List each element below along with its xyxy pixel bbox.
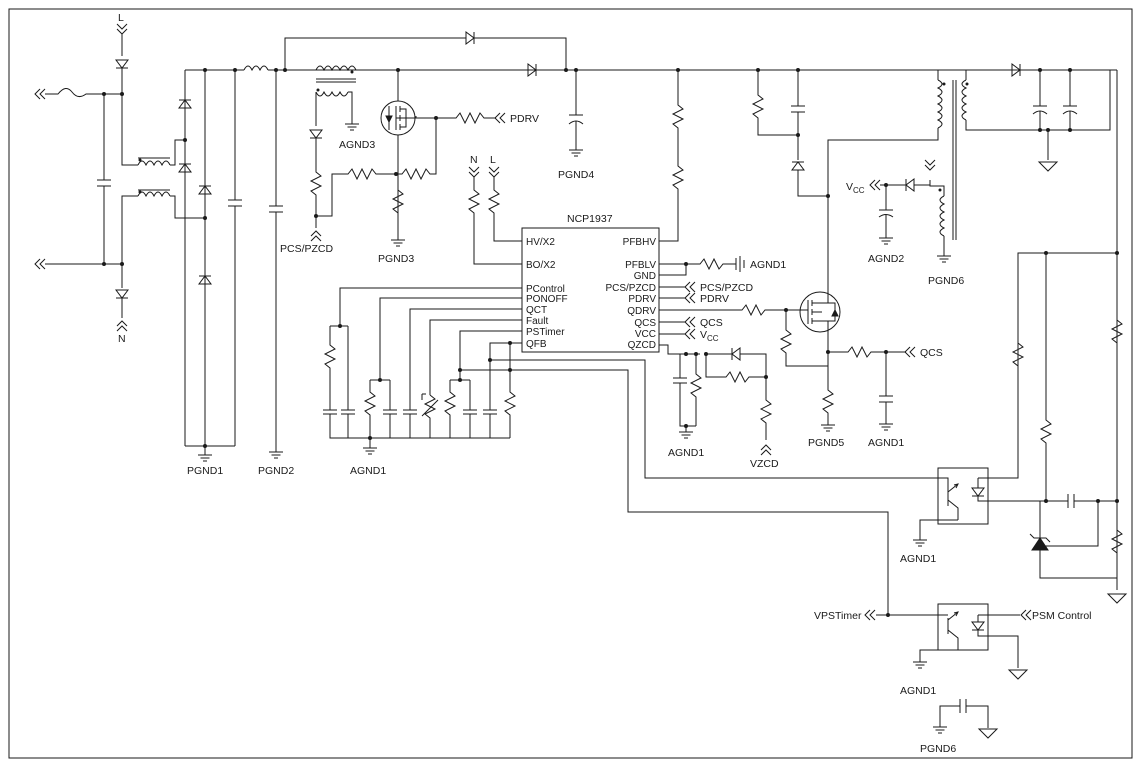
label-vzcd: VZCD bbox=[750, 458, 779, 470]
pin-pfblv: PFBLV bbox=[625, 260, 656, 271]
label-psm-control: PSM Control bbox=[1032, 610, 1092, 622]
diagram-frame bbox=[8, 8, 1133, 759]
pin-gnd: GND bbox=[634, 271, 656, 282]
psm-opto: VPSTimer AGND1 PSM Control bbox=[814, 603, 1092, 697]
ic-right-connections: AGND1 PCS/PZCD PDRV QCS VCC AGND1 bbox=[659, 256, 828, 470]
label-pgnd6-bottom: PGND6 bbox=[920, 743, 956, 755]
pin-qfb: QFB bbox=[526, 339, 547, 350]
pin-fault: Fault bbox=[526, 316, 548, 327]
ic-name: NCP1937 bbox=[567, 213, 613, 225]
label-pgnd4: PGND4 bbox=[558, 169, 594, 181]
pin-ponoff: PONOFF bbox=[526, 294, 568, 305]
label-agnd1-qzcd: AGND1 bbox=[668, 447, 704, 459]
label-pcs-pzcd-bottom: PCS/PZCD bbox=[280, 243, 334, 255]
pfc-stage: AGND3 PCS/PZCD PDRV PGND3 bbox=[280, 63, 685, 265]
label-pdrv-out: PDRV bbox=[700, 293, 729, 305]
pin-hv-x2: HV/X2 bbox=[526, 237, 555, 248]
label-l-in: L bbox=[490, 154, 496, 166]
bridge-rectifier: PGND1 bbox=[178, 70, 242, 477]
pin-pstimer: PSTimer bbox=[526, 327, 565, 338]
feedback-opto: AGND1 bbox=[900, 251, 1117, 579]
label-pgnd3: PGND3 bbox=[378, 253, 414, 265]
flyback-stage: PGND6 VCC AGND2 QCS AGN bbox=[751, 63, 1127, 604]
pin-qcs: QCS bbox=[634, 318, 656, 329]
pin-bo-x2: BO/X2 bbox=[526, 260, 556, 271]
pin-pcontrol: PControl bbox=[526, 284, 565, 295]
label-agnd1-opto2: AGND1 bbox=[900, 685, 936, 697]
label-pgnd5: PGND5 bbox=[808, 437, 844, 449]
label-agnd1-pfblv: AGND1 bbox=[750, 259, 786, 271]
label-pgnd1: PGND1 bbox=[187, 465, 223, 477]
ncp1937-ic: NCP1937 HV/X2 BO/X2 PControl PONOFF QCT … bbox=[521, 213, 660, 353]
label-agnd1-opto1: AGND1 bbox=[900, 553, 936, 565]
control-network: AGND1 bbox=[323, 287, 938, 615]
label-n-in: N bbox=[470, 154, 478, 166]
label-qcs-right: QCS bbox=[920, 347, 943, 359]
label-n-bottom: N bbox=[118, 333, 126, 345]
pin-vcc: VCC bbox=[635, 329, 656, 340]
pin-qct: QCT bbox=[526, 305, 547, 316]
pin-qdrv: QDRV bbox=[627, 306, 656, 317]
pin-pfbhv: PFBHV bbox=[623, 237, 657, 248]
label-pgnd2: PGND2 bbox=[258, 465, 294, 477]
ic-hv-inputs: N L bbox=[467, 154, 522, 265]
label-vcc-out: VCC bbox=[700, 329, 719, 343]
pin-pcs-pzcd: PCS/PZCD bbox=[605, 283, 656, 294]
label-qcs-out: QCS bbox=[700, 317, 723, 329]
ac-input-section: L N bbox=[34, 12, 205, 345]
pin-pdrv: PDRV bbox=[628, 294, 656, 305]
label-pdrv-in: PDRV bbox=[510, 113, 539, 125]
label-agnd1-left: AGND1 bbox=[350, 465, 386, 477]
label-agnd2: AGND2 bbox=[868, 253, 904, 265]
label-vcc-aux: VCC bbox=[846, 181, 865, 195]
label-pgnd6: PGND6 bbox=[928, 275, 964, 287]
label-l-top: L bbox=[118, 12, 124, 24]
y-cap-bottom: PGND6 bbox=[920, 699, 998, 755]
label-vpstimer: VPSTimer bbox=[814, 610, 862, 622]
label-agnd3: AGND3 bbox=[339, 139, 375, 151]
label-pcs-pzcd-out: PCS/PZCD bbox=[700, 282, 754, 294]
pin-qzcd: QZCD bbox=[628, 340, 656, 351]
label-agnd1-qcs: AGND1 bbox=[868, 437, 904, 449]
